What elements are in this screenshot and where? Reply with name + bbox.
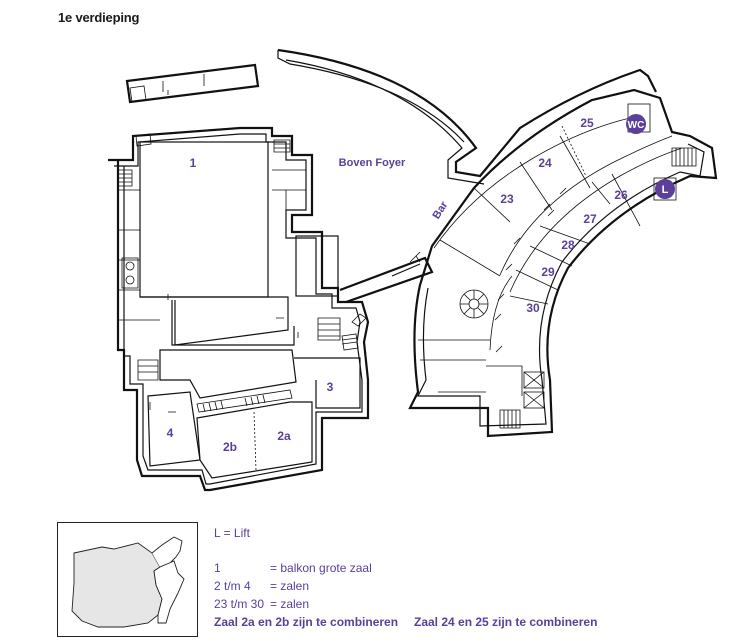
floor-title: 1e verdieping [58,10,140,25]
bar-connector-walls [339,251,434,304]
lift-marker: L [655,179,675,199]
room-25-label: 25 [580,116,594,130]
legend-value: = zalen [270,597,310,611]
room-1-label: 1 [190,156,197,170]
legend-combine-2a-2b: Zaal 2a en 2b zijn te combineren [214,615,399,629]
room-4-label: 4 [167,426,174,440]
room-3-label: 3 [327,380,334,394]
legend-combine-24-25: Zaal 24 en 25 zijn te combineren [414,615,598,629]
room-29-label: 29 [541,265,555,279]
wc-label: WC [628,120,645,131]
foyer-walls [277,48,657,185]
left-wing-walls [108,63,370,492]
room-28-label: 28 [561,238,575,252]
right-wing-walls [408,88,718,438]
lift-label: L [662,184,669,196]
room-24-label: 24 [538,156,552,170]
boven-foyer-label: Boven Foyer [339,157,406,169]
legend-row-1: 1 = balkon grote zaal [214,561,372,575]
room-27-label: 27 [583,212,597,226]
bar-label: Bar [431,199,451,222]
room-2b-label: 2b [223,440,237,454]
legend-row-2: 2 t/m 4 = zalen [214,579,309,593]
legend-key: 23 t/m 30 [214,597,265,611]
legend-key: 2 t/m 4 [214,579,251,593]
legend-value: = zalen [270,579,310,593]
wc-marker: WC [626,114,646,134]
room-2a-label: 2a [277,429,291,443]
room-26-label: 26 [614,188,628,202]
legend-value: = balkon grote zaal [270,561,372,575]
locator-inset [57,522,198,637]
legend-key: 1 [214,561,221,575]
room-23-label: 23 [500,192,514,206]
legend-lift: L = Lift [214,526,250,540]
room-30-label: 30 [526,301,540,315]
locator-map [71,536,185,628]
legend-row-3: 23 t/m 30 = zalen [214,597,309,611]
